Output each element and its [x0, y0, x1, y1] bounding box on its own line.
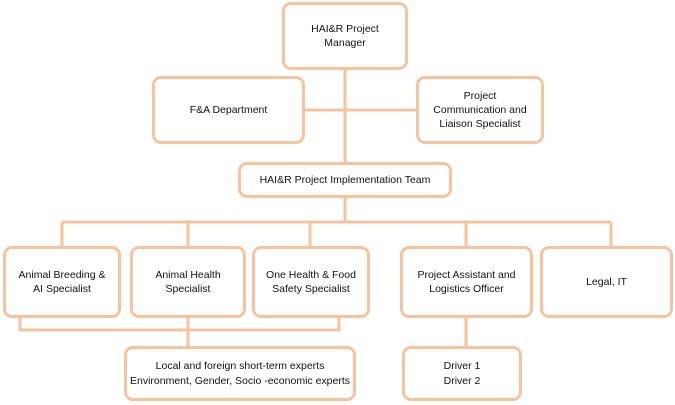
node-fa-department-label: F&A Department	[189, 103, 268, 116]
node-animal-health: Animal Health Specialist	[130, 246, 246, 318]
node-short-term-experts: Local and foreign short-term experts Env…	[124, 346, 356, 401]
connector-specialists-bracket	[18, 318, 341, 332]
node-communication-specialist-label: Project Communication and Liaison Specia…	[433, 89, 527, 131]
node-fa-department: F&A Department	[152, 76, 305, 144]
node-animal-breeding: Animal Breeding & AI Specialist	[3, 246, 121, 318]
node-legal-it: Legal, IT	[540, 246, 673, 318]
node-one-health: One Health & Food Safety Specialist	[252, 246, 370, 318]
node-drivers-label: Driver 1 Driver 2	[443, 360, 481, 387]
node-animal-health-label: Animal Health Specialist	[155, 268, 221, 295]
node-project-assistant-label: Project Assistant and Logistics Officer	[417, 268, 516, 295]
node-project-manager-label: HAI&R Project Manager	[311, 22, 379, 49]
node-implementation-team: HAI&R Project Implementation Team	[238, 162, 452, 198]
node-short-term-experts-label: Local and foreign short-term experts Env…	[129, 360, 351, 387]
node-project-assistant: Project Assistant and Logistics Officer	[400, 246, 533, 318]
node-communication-specialist: Project Communication and Liaison Specia…	[416, 76, 544, 144]
node-animal-breeding-label: Animal Breeding & AI Specialist	[18, 268, 106, 295]
node-drivers: Driver 1 Driver 2	[402, 346, 522, 401]
node-project-manager: HAI&R Project Manager	[282, 2, 408, 70]
node-one-health-label: One Health & Food Safety Specialist	[266, 268, 356, 295]
node-implementation-team-label: HAI&R Project Implementation Team	[259, 173, 431, 186]
node-legal-it-label: Legal, IT	[586, 275, 627, 288]
